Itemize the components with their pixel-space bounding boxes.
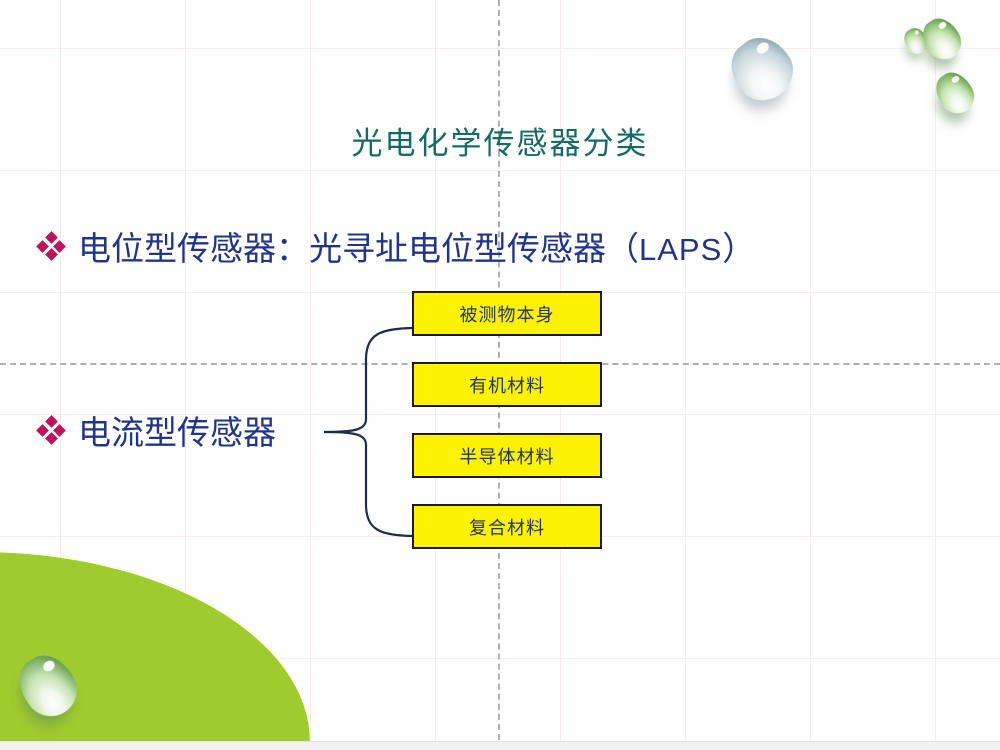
- bottom-strip: [0, 741, 1000, 750]
- diamond-cluster-bullet-icon: [36, 415, 66, 445]
- grid-line-horizontal: [0, 48, 1000, 49]
- diagram-box: 半导体材料: [412, 433, 602, 478]
- grid-line-vertical: [810, 0, 811, 750]
- bullet-item-label: 电流型传感器: [78, 416, 276, 452]
- droplet-gray-large-icon: [720, 26, 804, 112]
- diagram-box: 有机材料: [412, 362, 602, 407]
- diagram-box-label: 有机材料: [469, 375, 545, 396]
- bullet-item-amperometric: 电流型传感器: [36, 406, 276, 454]
- bullet-text-latin: LAPS: [639, 232, 723, 267]
- droplet-green-medium-lower-icon: [929, 66, 981, 120]
- bullet-text-part-2: ）: [722, 232, 756, 268]
- grid-line-horizontal: [0, 170, 1000, 171]
- diagram-box-label: 半导体材料: [459, 446, 555, 467]
- diagram-box-label: 复合材料: [469, 517, 545, 538]
- diamond-cluster-bullet-icon: [36, 231, 66, 261]
- bullet-item-potentiometric: 电位型传感器：光寻址电位型传感器（LAPS）: [36, 222, 755, 270]
- grid-line-vertical: [310, 0, 311, 750]
- left-curly-brace-icon: [323, 326, 414, 538]
- diagram-box: 复合材料: [412, 504, 602, 549]
- droplet-green-medium-upper-icon: [916, 12, 968, 66]
- grid-line-vertical: [935, 0, 936, 750]
- page-title: 光电化学传感器分类: [351, 126, 649, 161]
- bullet-item-label: 电位型传感器：光寻址电位型传感器（LAPS）: [78, 222, 755, 270]
- grid-line-vertical: [685, 0, 686, 750]
- bullet-text-part-1: 电位型传感器：光寻址电位型传感器（: [78, 232, 639, 268]
- diagram-box-label: 被测物本身: [459, 304, 555, 325]
- diagram-box: 被测物本身: [412, 291, 602, 336]
